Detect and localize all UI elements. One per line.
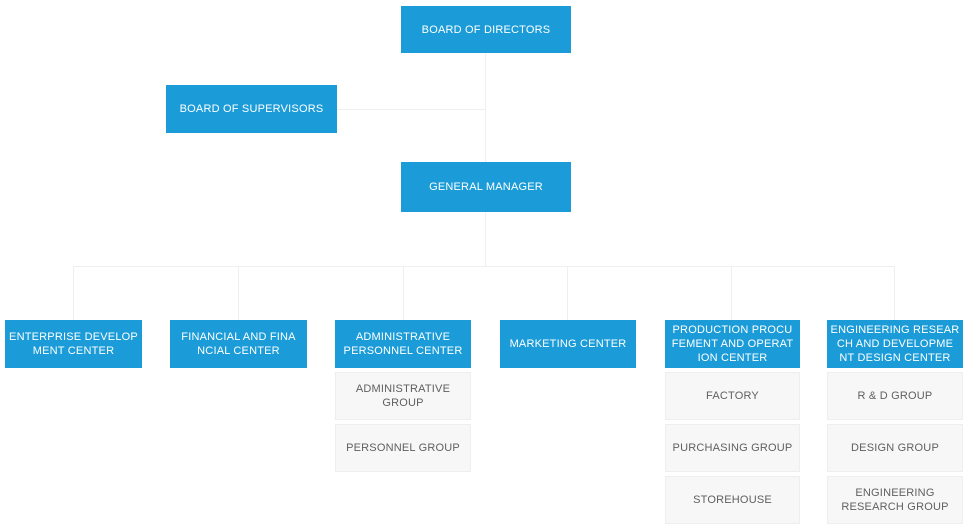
node-label: PERSONNEL GROUP xyxy=(346,442,460,454)
connector-drop-2 xyxy=(238,266,239,320)
node-engineering-rd-design-center[interactable]: ENGINEERING RESEAR CH AND DEVELOPME NT D… xyxy=(827,320,963,368)
node-label: MARKETING CENTER xyxy=(509,338,627,350)
node-personnel-group[interactable]: PERSONNEL GROUP xyxy=(335,424,471,472)
node-financial-center[interactable]: FINANCIAL AND FINA NCIAL CENTER xyxy=(170,320,307,368)
node-storehouse[interactable]: STOREHOUSE xyxy=(665,476,800,524)
node-board-of-supervisors[interactable]: BOARD OF SUPERVISORS xyxy=(166,85,337,133)
node-administrative-personnel-center[interactable]: ADMINISTRATIVE PERSONNEL CENTER xyxy=(335,320,471,368)
node-label: BOARD OF DIRECTORS xyxy=(421,23,551,36)
node-label: ADMINISTRATIVE PERSONNEL CENTER xyxy=(343,331,463,357)
node-marketing-center[interactable]: MARKETING CENTER xyxy=(500,320,636,368)
node-board-of-directors[interactable]: BOARD OF DIRECTORS xyxy=(401,6,571,53)
node-label: BOARD OF SUPERVISORS xyxy=(179,103,324,115)
connector-drop-5 xyxy=(731,266,732,320)
connector-directors-to-manager xyxy=(485,53,486,162)
connector-manager-to-bus xyxy=(485,212,486,266)
node-production-procurement-operation-center[interactable]: PRODUCTION PROCU FEMENT AND OPERAT ION C… xyxy=(665,320,800,368)
node-rd-group[interactable]: R & D GROUP xyxy=(827,372,963,420)
node-administrative-group[interactable]: ADMINISTRATIVE GROUP xyxy=(335,372,471,420)
connector-drop-4 xyxy=(567,266,568,320)
node-label: STOREHOUSE xyxy=(693,494,772,506)
connector-bus xyxy=(73,266,895,267)
node-label: ENGINEERING RESEAR CH AND DEVELOPME NT D… xyxy=(830,324,960,364)
node-label: PRODUCTION PROCU FEMENT AND OPERAT ION C… xyxy=(671,324,794,364)
connector-drop-1 xyxy=(73,266,74,320)
connector-supervisors-branch xyxy=(337,109,486,110)
node-purchasing-group[interactable]: PURCHASING GROUP xyxy=(665,424,800,472)
node-factory[interactable]: FACTORY xyxy=(665,372,800,420)
node-label: ADMINISTRATIVE GROUP xyxy=(355,383,451,409)
node-engineering-research-group[interactable]: ENGINEERING RESEARCH GROUP xyxy=(827,476,963,524)
node-enterprise-development-center[interactable]: ENTERPRISE DEVELOP MENT CENTER xyxy=(5,320,142,368)
node-label: FINANCIAL AND FINA NCIAL CENTER xyxy=(181,331,296,357)
connector-drop-6 xyxy=(894,266,895,320)
node-label: FACTORY xyxy=(706,390,759,402)
node-label: ENTERPRISE DEVELOP MENT CENTER xyxy=(9,331,138,357)
node-label: ENGINEERING RESEARCH GROUP xyxy=(841,487,949,513)
node-general-manager[interactable]: GENERAL MANAGER xyxy=(401,162,571,212)
node-design-group[interactable]: DESIGN GROUP xyxy=(827,424,963,472)
node-label: DESIGN GROUP xyxy=(851,442,939,454)
node-label: R & D GROUP xyxy=(857,390,933,402)
connector-drop-3 xyxy=(403,266,404,320)
node-label: GENERAL MANAGER xyxy=(429,181,543,193)
node-label: PURCHASING GROUP xyxy=(672,442,793,454)
